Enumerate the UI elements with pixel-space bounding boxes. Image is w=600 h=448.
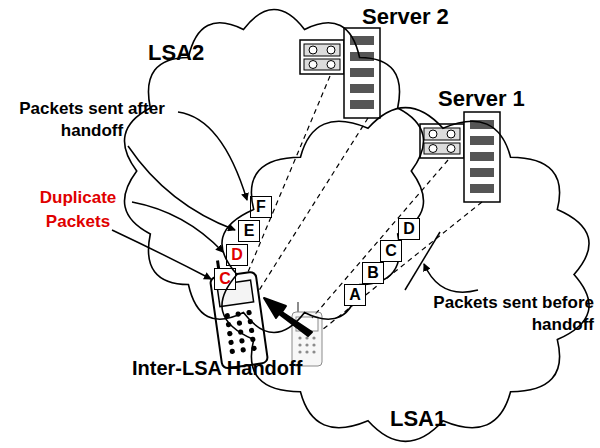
packet-box: D xyxy=(226,244,248,266)
packet-box: C xyxy=(380,240,402,262)
packet-letter: F xyxy=(256,198,266,216)
packet-box: C xyxy=(214,268,236,290)
packet-letter: D xyxy=(231,246,243,264)
annotation-label: Inter-LSA Handoff xyxy=(132,356,302,380)
cloud-outline xyxy=(214,104,597,445)
packet-box: D xyxy=(398,218,420,240)
region-name: LSA1 xyxy=(390,406,446,432)
region-name: LSA2 xyxy=(148,40,204,66)
packet-letter: B xyxy=(367,264,379,282)
packet-letter: C xyxy=(385,242,397,260)
annotation-label: Server 2 xyxy=(362,4,449,30)
packet-box: E xyxy=(238,220,260,242)
annotation-label: Server 1 xyxy=(438,86,525,112)
packet-letter: C xyxy=(219,270,231,288)
annotation-label: Packets sent after handoff xyxy=(6,98,178,142)
packet-box: B xyxy=(362,262,384,284)
annotation-label: Packets sent before handoff xyxy=(406,292,594,336)
annotation-label: Duplicate Packets xyxy=(28,186,128,234)
cloud-region: LSA1DCBA xyxy=(214,104,597,445)
packet-letter: A xyxy=(349,286,361,304)
packet-box: F xyxy=(250,196,272,218)
cloud-region: LSA2FEDC xyxy=(118,6,430,336)
packet-letter: D xyxy=(403,220,415,238)
packet-box: A xyxy=(344,284,366,306)
packet-letter: E xyxy=(244,222,255,240)
